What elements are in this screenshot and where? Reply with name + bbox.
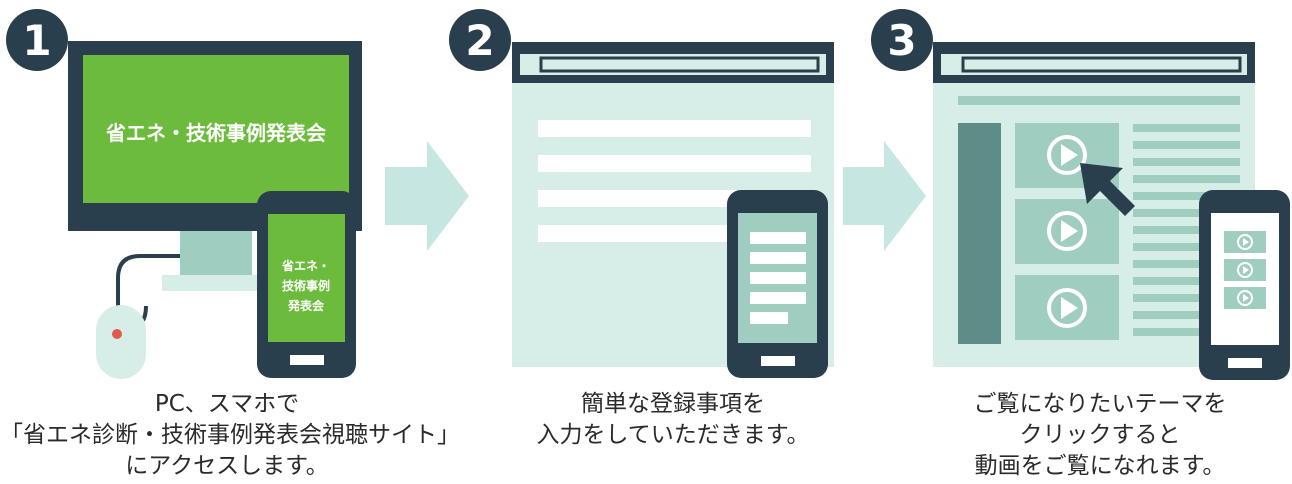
caption-line: 入力をしていただきます。 (536, 422, 810, 448)
caption-line: クリックすると (1019, 422, 1181, 448)
play-icon[interactable] (1237, 262, 1253, 278)
flow-arrow-icon (843, 141, 926, 251)
step-number: 2 (465, 16, 494, 65)
step-1: 1 省エネ・技術事例発表会 省エネ・ 技術事例 発表会 (6, 9, 362, 379)
play-icon[interactable] (1047, 211, 1087, 251)
mouse-icon (96, 254, 180, 379)
caption-line: 動画をご覧になれます。 (974, 453, 1226, 479)
step-2-caption: 簡単な登録事項を 入力をしていただきます。 (500, 389, 846, 451)
cursor-arrow-icon (1080, 163, 1135, 216)
step-number: 1 (22, 16, 51, 65)
phone-line-1: 省エネ・ (281, 258, 330, 273)
monitor-title: 省エネ・技術事例発表会 (105, 121, 326, 145)
play-icon[interactable] (1047, 135, 1087, 175)
step-number-icon: 1 (6, 9, 68, 71)
step-number: 3 (887, 16, 916, 65)
play-icon[interactable] (1237, 290, 1253, 306)
step-3-caption: ご覧になりたいテーマを クリックすると 動画をご覧になれます。 (930, 389, 1270, 482)
smartphone-icon (1199, 190, 1290, 380)
step-2: 2 (449, 9, 834, 378)
monitor-icon: 省エネ・技術事例発表会 (68, 41, 362, 291)
phone-line-2: 技術事例 (282, 278, 330, 293)
flow-arrow-icon (385, 141, 469, 251)
caption-line: 「省エネ診断・技術事例発表会視聴サイト」 (0, 422, 460, 448)
caption-line: PC、スマホで (154, 391, 300, 417)
step-1-caption: PC、スマホで 「省エネ診断・技術事例発表会視聴サイト」 にアクセスします。 (0, 389, 460, 482)
caption-line: ご覧になりたいテーマを (973, 391, 1227, 417)
caption-line: 簡単な登録事項を (581, 391, 765, 417)
step-3: 3 (871, 9, 1290, 380)
step-number-icon: 3 (871, 9, 933, 71)
play-icon[interactable] (1047, 288, 1087, 328)
caption-line: にアクセスします。 (125, 453, 329, 479)
step-number-icon: 2 (449, 9, 511, 71)
phone-line-3: 発表会 (287, 298, 325, 313)
smartphone-icon (727, 190, 828, 378)
play-icon[interactable] (1237, 234, 1253, 250)
smartphone-icon: 省エネ・ 技術事例 発表会 (257, 191, 356, 378)
